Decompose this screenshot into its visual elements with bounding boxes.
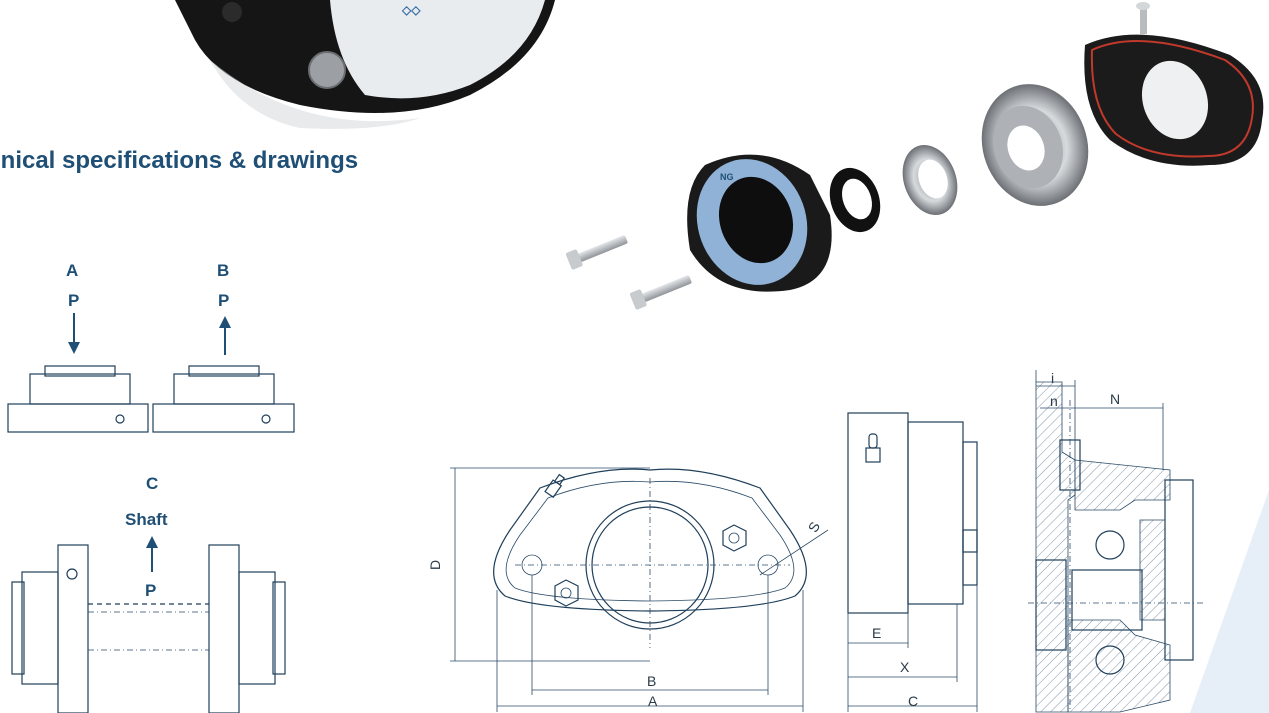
exploded-bearing-photo: NG <box>565 2 1264 310</box>
load-arrow-down-icon <box>68 313 80 354</box>
dim-n-label: n <box>1050 393 1058 409</box>
front-housing: NG <box>687 154 832 292</box>
bearing-insert <box>981 84 1089 206</box>
grease-nipple-icon <box>544 473 566 499</box>
accent-shape <box>1190 490 1269 713</box>
load-case-a-label: A <box>66 261 78 280</box>
front-view-drawing: D B A S <box>427 467 829 712</box>
grease-nipple-icon <box>865 433 881 463</box>
svg-text:◇◇: ◇◇ <box>401 3 421 17</box>
dim-c-label: C <box>908 693 918 709</box>
rear-housing <box>1084 2 1264 166</box>
dim-d-label: D <box>427 560 443 570</box>
dim-s-label: S <box>805 519 824 535</box>
load-case-c-label: C <box>146 474 158 493</box>
load-case-c: C Shaft P <box>11 474 286 713</box>
load-arrow-up-icon <box>146 536 158 572</box>
shaft-label: Shaft <box>125 510 168 529</box>
seal-ring <box>829 167 881 233</box>
load-a-p-label: P <box>68 291 79 310</box>
section-title: hnical specifications & drawings <box>0 147 359 174</box>
locking-collar <box>902 145 958 215</box>
dim-b-label: B <box>647 673 656 689</box>
load-case-a: A P <box>7 261 149 433</box>
load-c-p-label: P <box>145 581 156 600</box>
load-arrow-up-icon <box>219 316 231 355</box>
product-photo-top: ◇◇ <box>175 0 555 129</box>
bolt <box>565 235 628 270</box>
load-case-b-label: B <box>217 261 229 280</box>
load-b-p-label: P <box>218 291 229 310</box>
dim-a-label: A <box>648 693 658 709</box>
bolt <box>629 275 692 310</box>
load-case-b: B P <box>152 261 295 433</box>
dim-n-upper-label: N <box>1110 391 1120 407</box>
product-badge: NG <box>720 172 734 182</box>
side-view-drawing: E X C <box>847 412 978 712</box>
dim-e-label: E <box>872 625 881 641</box>
section-view-drawing: i n N <box>1028 370 1206 713</box>
dim-x-label: X <box>900 659 910 675</box>
dim-i-label: i <box>1051 370 1054 386</box>
